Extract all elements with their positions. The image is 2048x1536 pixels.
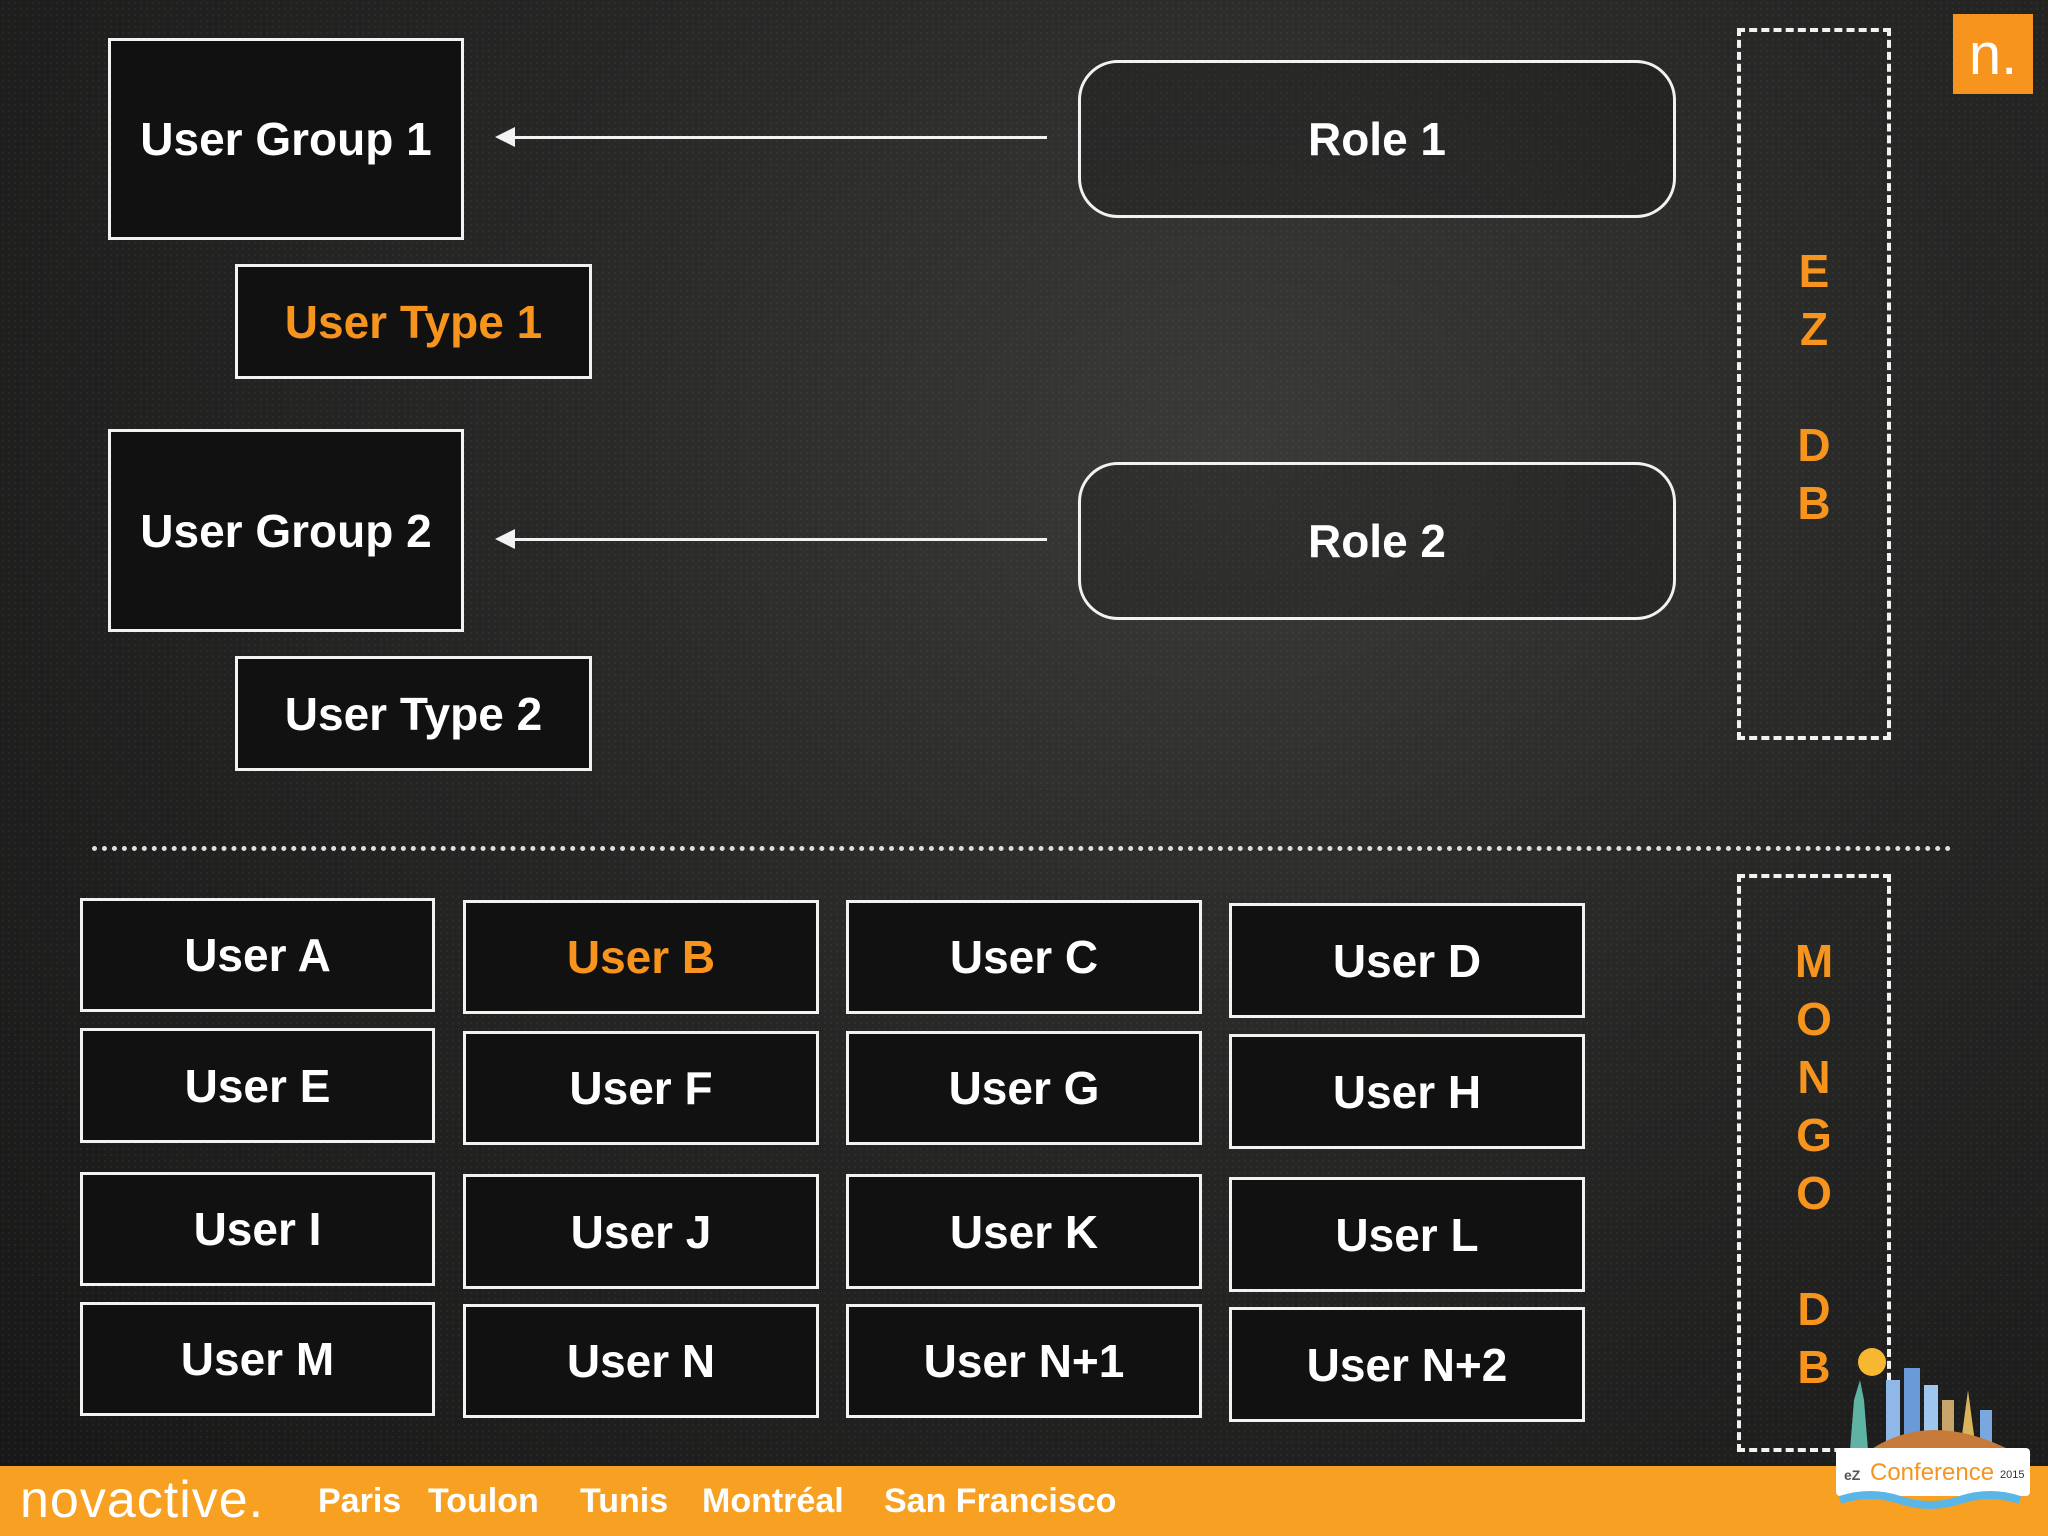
- mongo-db-frame: [1737, 874, 1891, 1452]
- user-box: User N: [463, 1304, 819, 1418]
- user-box: User H: [1229, 1034, 1585, 1149]
- user-group-1: User Group 1: [108, 38, 464, 240]
- footer-city: San Francisco: [884, 1482, 1117, 1520]
- user-box: User B: [463, 900, 819, 1014]
- user-box: User F: [463, 1031, 819, 1145]
- user-type-1: User Type 1: [235, 264, 592, 379]
- user-box: User K: [846, 1174, 1202, 1289]
- arrow-head-icon: [495, 127, 515, 147]
- footer-bar: novactive. Paris Toulon Tunis Montréal S…: [0, 1466, 2048, 1536]
- footer-city: Montréal: [702, 1482, 844, 1520]
- mongo-db-label: M O N G O D B: [1794, 935, 1834, 1393]
- arrow-head-icon: [495, 529, 515, 549]
- conference-label: Conference: [1870, 1459, 1994, 1486]
- footer-city: Paris: [318, 1482, 402, 1520]
- user-type-2: User Type 2: [235, 656, 592, 771]
- section-separator: [92, 846, 1952, 851]
- user-box: User G: [846, 1031, 1202, 1145]
- user-box: User E: [80, 1028, 435, 1143]
- user-box: User N+1: [846, 1304, 1202, 1418]
- conference-prefix: eZ: [1844, 1467, 1861, 1483]
- role-2: Role 2: [1078, 462, 1676, 620]
- ez-db-frame: [1737, 28, 1891, 740]
- novactive-logo-icon: n.: [1953, 14, 2033, 94]
- conference-year: 2015: [2000, 1469, 2024, 1481]
- user-box: User A: [80, 898, 435, 1012]
- ez-conference-badge-icon: eZ Conference 2015: [1836, 1348, 2030, 1509]
- user-group-2: User Group 2: [108, 429, 464, 632]
- footer-brand: novactive.: [20, 1471, 265, 1529]
- user-box: User I: [80, 1172, 435, 1286]
- user-box: User L: [1229, 1177, 1585, 1292]
- user-box: User N+2: [1229, 1307, 1585, 1422]
- user-box: User M: [80, 1302, 435, 1416]
- footer-city: Tunis: [580, 1482, 669, 1520]
- user-box: User C: [846, 900, 1202, 1014]
- footer-city: Toulon: [428, 1482, 539, 1520]
- user-box: User J: [463, 1174, 819, 1289]
- ez-db-label: E Z D B: [1797, 245, 1831, 529]
- user-box: User D: [1229, 903, 1585, 1018]
- arrow-role2-to-group2: [515, 538, 1047, 541]
- role-1: Role 1: [1078, 60, 1676, 218]
- arrow-role1-to-group1: [515, 136, 1047, 139]
